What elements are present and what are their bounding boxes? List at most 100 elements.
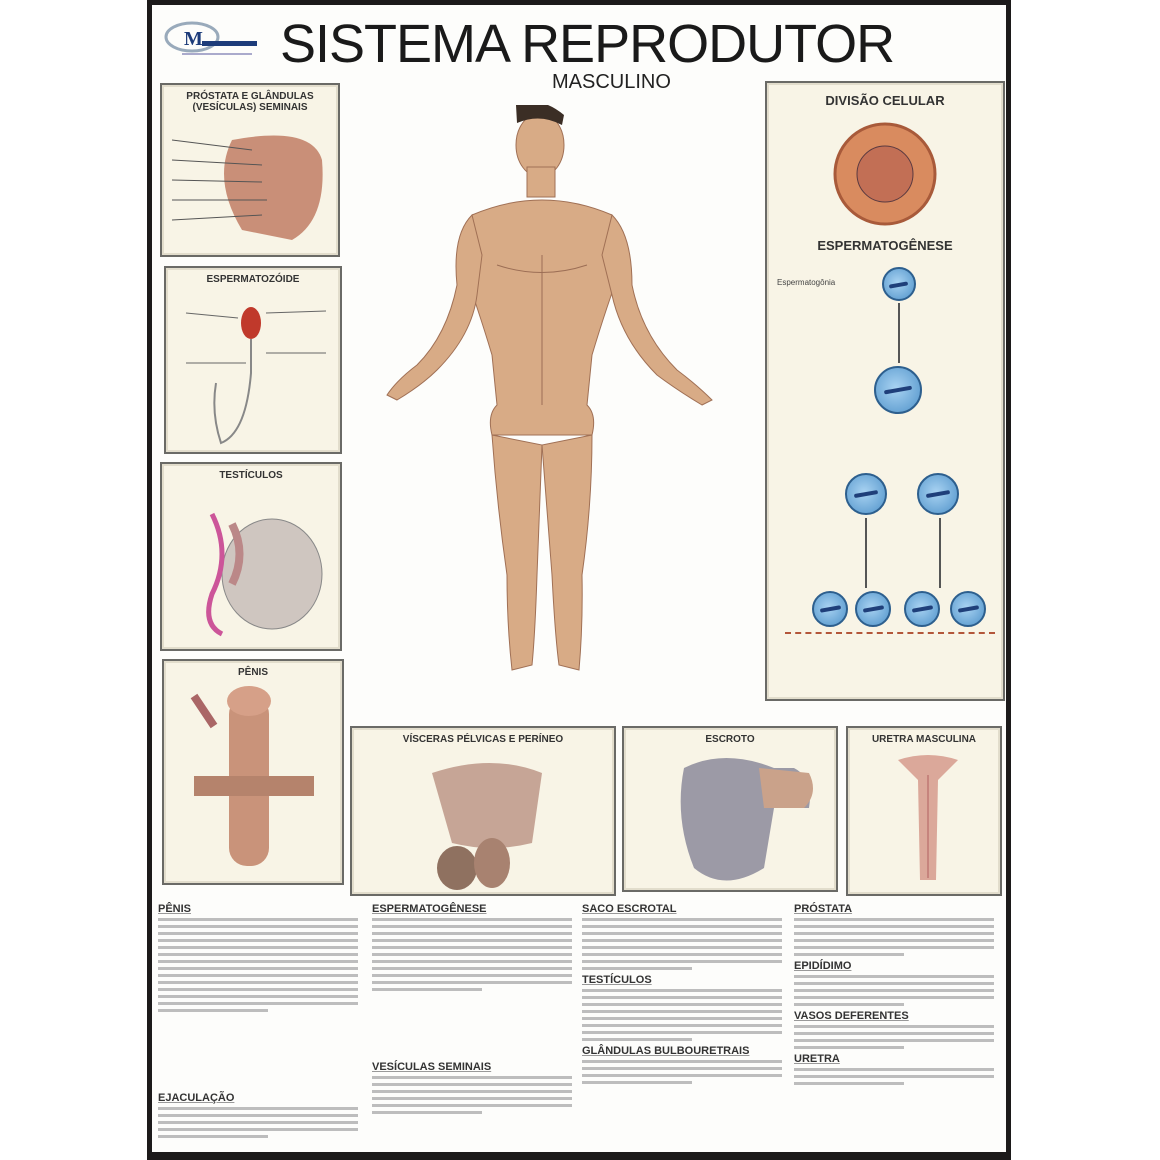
body-text-line	[372, 925, 572, 928]
section-heading: VASOS DEFERENTES	[794, 1010, 909, 1022]
body-text-line	[582, 918, 782, 921]
body-text-line	[372, 1097, 572, 1100]
panel-divisao-celular: DIVISÃO CELULAR ESPERMATOGÊNESE Espermat…	[765, 81, 1005, 701]
body-text-line	[158, 939, 358, 942]
body-text-line	[794, 925, 994, 928]
body-text-line	[794, 996, 994, 999]
body-text-line	[582, 925, 782, 928]
panel-espermatozoide: ESPERMATOZÓIDE	[164, 266, 342, 454]
prostate-illustration	[172, 135, 323, 240]
body-text-line	[794, 1075, 994, 1078]
urethra-illustration	[898, 755, 958, 880]
body-text-line	[372, 967, 572, 970]
body-text-line	[372, 1083, 572, 1086]
panel-prostata: PRÓSTATA E GLÂNDULAS (VESÍCULAS) SEMINAI…	[160, 83, 340, 257]
page-subtitle: MASCULINO	[552, 71, 671, 93]
body-text-line	[158, 925, 358, 928]
body-text-line	[372, 953, 572, 956]
panel-visceras: VÍSCERAS PÉLVICAS E PERÍNEO	[350, 726, 616, 896]
body-text-line	[158, 1009, 268, 1012]
body-text-line	[582, 1067, 782, 1070]
body-text-line	[158, 981, 358, 984]
primary-spermatocyte-cell	[874, 366, 922, 414]
body-text-line	[582, 1017, 782, 1020]
body-text-line	[794, 1003, 904, 1006]
body-text-line	[582, 1024, 782, 1027]
spermatogonium-cell	[882, 267, 916, 301]
body-text-line	[158, 1128, 358, 1131]
body-text-line	[794, 953, 904, 956]
panel-testiculos: TESTÍCULOS	[160, 462, 342, 651]
body-text-line	[372, 918, 572, 921]
arrow	[939, 518, 941, 588]
spermatid-cell	[855, 591, 891, 627]
scrotum-illustration	[680, 758, 813, 881]
body-text-line	[794, 932, 994, 935]
body-text-line	[794, 939, 994, 942]
arrow	[865, 518, 867, 588]
penis-illustration	[190, 686, 314, 866]
body-text-line	[794, 982, 994, 985]
body-text-line	[794, 989, 994, 992]
section-heading: VESÍCULAS SEMINAIS	[372, 1061, 492, 1073]
body-text-line	[158, 988, 358, 991]
body-text-line	[794, 1046, 904, 1049]
panel-title: PRÓSTATA E GLÂNDULAS (VESÍCULAS) SEMINAI…	[186, 91, 314, 113]
body-text-line	[582, 939, 782, 942]
panel-title: ESCROTO	[705, 734, 755, 745]
section-heading: ESPERMATOGÊNESE	[372, 903, 487, 915]
body-text-line	[158, 1107, 358, 1110]
spermatid-cell	[950, 591, 986, 627]
panel-escroto: ESCROTO	[622, 726, 838, 892]
body-text-line	[158, 918, 358, 921]
panel-title: URETRA MASCULINA	[871, 734, 977, 745]
secondary-spermatocyte-cell	[917, 473, 959, 515]
body-text-line	[158, 1114, 358, 1117]
pelvic-illustration	[432, 763, 542, 890]
page-title: SISTEMA REPRODUTOR	[280, 14, 895, 74]
body-text-line	[582, 1081, 692, 1084]
body-text-line	[158, 1121, 358, 1124]
body-text-line	[158, 960, 358, 963]
body-text-line	[372, 960, 572, 963]
svg-text:M: M	[184, 28, 203, 50]
body-text-line	[582, 1031, 782, 1034]
panel-title: DIVISÃO CELULAR	[825, 93, 945, 108]
panel-title: VÍSCERAS PÉLVICAS E PERÍNEO	[402, 734, 564, 745]
panel-title: PÊNIS	[237, 667, 268, 678]
body-text-line	[372, 1076, 572, 1079]
divider-line	[785, 632, 995, 634]
panel-penis: PÊNIS	[162, 659, 344, 885]
section-heading: GLÂNDULAS BULBOURETRAIS	[582, 1045, 750, 1057]
body-text-line	[372, 1111, 482, 1114]
label-espermatogonia: Espermatogônia	[777, 278, 836, 287]
body-text-line	[372, 1104, 572, 1107]
body-text-line	[794, 1082, 904, 1085]
body-text-line	[794, 1039, 994, 1042]
body-text-line	[372, 981, 572, 984]
testis-illustration	[206, 512, 323, 637]
body-text-line	[794, 946, 994, 949]
section-heading: TESTÍCULOS	[582, 974, 652, 986]
panel-title: ESPERMATOZÓIDE	[206, 274, 300, 285]
body-text-line	[794, 1068, 994, 1071]
body-text-line	[158, 995, 358, 998]
panel-title: ESPERMATOGÊNESE	[817, 238, 953, 253]
section-heading: EPIDÍDIMO	[794, 960, 852, 972]
body-text-line	[158, 974, 358, 977]
body-text-line	[582, 996, 782, 999]
body-text-line	[158, 967, 358, 970]
body-text-line	[582, 960, 782, 963]
body-text-line	[372, 939, 572, 942]
body-text-line	[794, 918, 994, 921]
body-text-line	[372, 1090, 572, 1093]
section-heading: PRÓSTATA	[794, 903, 853, 915]
body-text-line	[372, 974, 572, 977]
male-body-figure	[386, 105, 713, 671]
body-text-line	[582, 1010, 782, 1013]
body-text-line	[582, 932, 782, 935]
body-text-line	[158, 953, 358, 956]
